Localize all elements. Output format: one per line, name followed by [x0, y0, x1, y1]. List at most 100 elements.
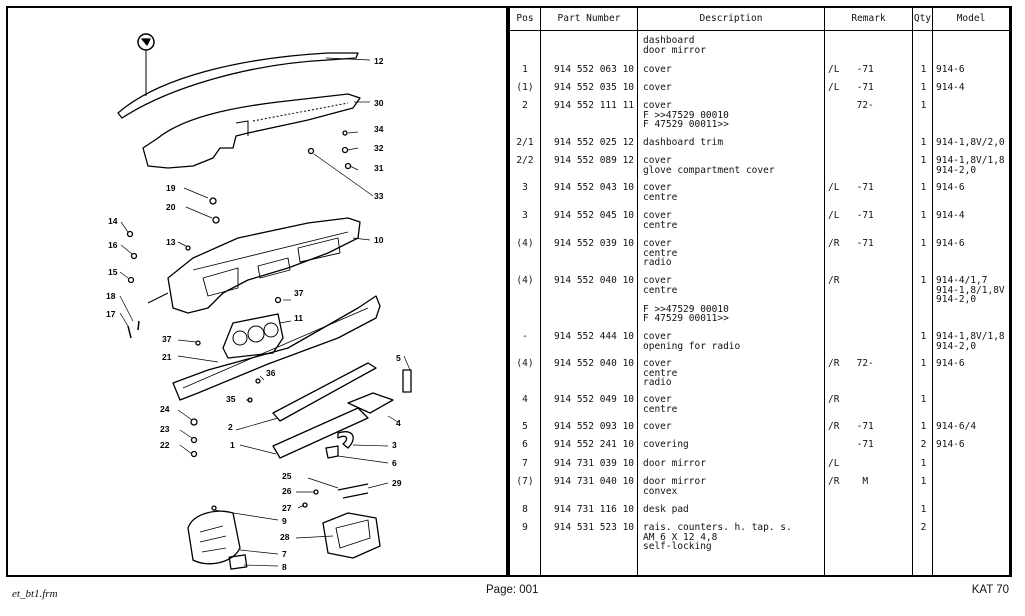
cell-remark: 72- — [828, 100, 874, 111]
cell-part: 914 731 039 10 — [553, 458, 635, 469]
cell-part: 914 552 111 11 — [553, 100, 635, 111]
cell-qty: 2 — [920, 439, 927, 450]
exploded-parts-diagram: 12 30 34 32 31 33 19 20 10 14 13 16 15 3… — [106, 33, 412, 572]
cell-part: 914 552 025 12 — [553, 137, 635, 148]
cell-pos: 6 — [522, 439, 528, 450]
cell-model: 914-6/4 — [936, 421, 977, 432]
diagram-label: 18 — [106, 291, 116, 301]
diagram-label: 6 — [392, 458, 397, 468]
cell-qty: 1 — [920, 458, 927, 469]
diagram-label: 15 — [108, 267, 118, 277]
cell-remark: /R — [828, 275, 840, 286]
cell-remark: /L -71 — [828, 82, 874, 93]
cell-desc: cover — [643, 421, 672, 432]
cell-desc: cover centre radio — [643, 358, 678, 388]
diagram-label: 36 — [266, 368, 276, 378]
panel-divider — [506, 6, 510, 577]
cell-remark: -71 — [828, 439, 874, 450]
cell-remark: /R M — [828, 476, 869, 487]
cell-desc: covering — [643, 439, 689, 450]
cell-desc: dashboard door mirror — [643, 35, 706, 56]
cell-qty: 2 — [920, 522, 927, 533]
cell-desc: cover centre — [643, 182, 678, 203]
cell-part: 914 552 039 10 — [553, 238, 635, 249]
cell-desc: rais. counters. h. tap. s. AM 6 X 12 4,8… — [643, 522, 792, 552]
cell-model: 914-1,8V/1,8 914-2,0 — [936, 331, 1005, 352]
diagram-label: 25 — [282, 471, 292, 481]
cell-remark: /R -71 — [828, 238, 874, 249]
diagram-label: 23 — [160, 424, 170, 434]
cell-remark: /L -71 — [828, 182, 874, 193]
cell-pos: 2/1 — [516, 137, 534, 148]
diagram-label: 14 — [108, 216, 118, 226]
cell-part: 914 552 040 10 — [553, 275, 635, 286]
cell-qty: 1 — [920, 238, 927, 249]
cell-pos: 2/2 — [516, 155, 534, 166]
cell-remark: /L -71 — [828, 210, 874, 221]
cell-part: 914 552 040 10 — [553, 358, 635, 369]
cell-desc: cover centre F >>47529 00010 F 47529 000… — [643, 275, 729, 324]
cell-part: 914 552 035 10 — [553, 82, 635, 93]
diagram-label: 4 — [396, 418, 401, 428]
cell-desc: cover — [643, 64, 672, 75]
cell-part: 914 731 040 10 — [553, 476, 635, 487]
cell-part: 914 552 043 10 — [553, 182, 635, 193]
header-description: Description — [699, 13, 763, 24]
header-remark: Remark — [851, 13, 886, 24]
cell-pos: (7) — [516, 476, 534, 487]
cell-desc: cover glove compartment cover — [643, 155, 775, 176]
cell-qty: 1 — [920, 275, 927, 286]
cell-qty: 1 — [920, 358, 927, 369]
diagram-label: 28 — [280, 532, 290, 542]
cell-desc: cover centre — [643, 210, 678, 231]
cell-pos: 8 — [522, 504, 528, 515]
header-model: Model — [956, 13, 986, 24]
cell-model: 914-4 — [936, 82, 965, 93]
cell-desc: door mirror — [643, 458, 706, 469]
diagram-label: 30 — [374, 98, 384, 108]
cell-qty: 1 — [920, 82, 927, 93]
cell-qty: 1 — [920, 182, 927, 193]
diagram-label: 17 — [106, 309, 116, 319]
footer-filename: et_bt1.frm — [12, 588, 58, 600]
diagram-label: 27 — [282, 503, 292, 513]
column-rule — [912, 8, 913, 575]
cell-remark: /R 72- — [828, 358, 874, 369]
diagram-label: 37 — [294, 288, 304, 298]
footer-catalog-id: KAT 70 — [971, 584, 1009, 596]
cell-pos: 4 — [522, 394, 528, 405]
cell-pos: (4) — [516, 358, 534, 369]
cell-desc: cover centre radio — [643, 238, 678, 268]
cell-qty: 1 — [920, 100, 927, 111]
diagram-label: 19 — [166, 183, 176, 193]
diagram-label: 32 — [374, 143, 384, 153]
header-qty: Qty — [913, 13, 932, 24]
diagram-label: 37 — [162, 334, 172, 344]
diagram-label: 24 — [160, 404, 170, 414]
cell-part: 914 552 049 10 — [553, 394, 635, 405]
cell-model: 914-4/1,7 914-1,8/1,8V 914-2,0 — [936, 275, 1005, 305]
cell-qty: 1 — [920, 155, 927, 166]
cell-pos: (4) — [516, 275, 534, 286]
cell-model: 914-1,8V/2,0 — [936, 137, 1005, 148]
cell-part: 914 552 063 10 — [553, 64, 635, 75]
cell-desc: dashboard trim — [643, 137, 724, 148]
cell-pos: 1 — [522, 64, 528, 75]
diagram-label: 16 — [108, 240, 118, 250]
cell-desc: door mirror convex — [643, 476, 706, 497]
diagram-label: 9 — [282, 516, 287, 526]
header-rule — [510, 30, 1010, 31]
diagram-label: 3 — [392, 440, 397, 450]
diagram-label: 35 — [226, 394, 236, 404]
cell-part: 914 552 093 10 — [553, 421, 635, 432]
parts-table: Pos Part Number Description Remark Qty M… — [510, 8, 1010, 575]
cell-remark: /R -71 — [828, 421, 874, 432]
cell-qty: 1 — [920, 64, 927, 75]
cell-part: 914 552 089 12 — [553, 155, 635, 166]
cell-pos: 9 — [522, 522, 528, 533]
cell-remark: /R — [828, 394, 840, 405]
diagram-label: 20 — [166, 202, 176, 212]
footer-page-number: Page: 001 — [486, 584, 539, 596]
cell-desc: cover opening for radio — [643, 331, 741, 352]
column-rule — [824, 8, 825, 575]
